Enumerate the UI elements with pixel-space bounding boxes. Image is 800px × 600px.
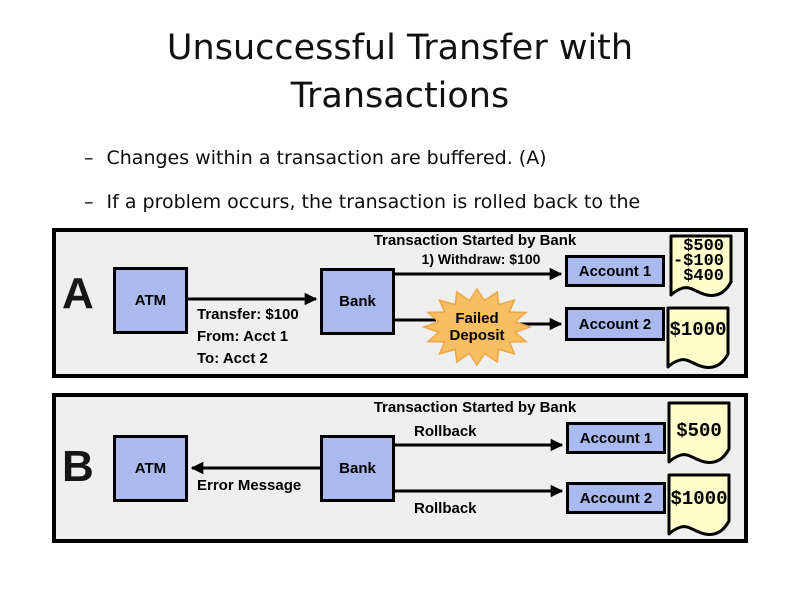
atm-box-label: ATM [134, 292, 167, 309]
bank-box: Bank [320, 268, 395, 335]
transfer-line: Transfer: $100 [197, 306, 299, 323]
bank-box-label: Bank [339, 293, 376, 310]
bullet-marker: – [84, 191, 94, 213]
account2-box: Account 2 [566, 482, 666, 514]
bullet-item-1: – Changes within a transaction are buffe… [84, 147, 547, 169]
panel-b-label: B [62, 442, 94, 491]
document-note-icon [666, 306, 730, 369]
diagram-panel-b: B Transaction Started by Bank ATM Bank E… [52, 393, 748, 543]
account1-box-label: Account 1 [578, 262, 652, 280]
bank-box-label: Bank [339, 460, 376, 477]
document-note-icon [669, 234, 733, 297]
failed-deposit-label: Failed Deposit [449, 310, 505, 344]
panel-b-arrows [190, 438, 564, 498]
rollback-label-1: Rollback [414, 423, 477, 440]
account1-balance-note: $500 [676, 420, 722, 442]
rollback-label-2: Rollback [414, 500, 477, 517]
withdraw-label: 1) Withdraw: $100 [421, 251, 541, 267]
starburst-icon [422, 287, 532, 367]
bullet-text: Changes within a transaction are buffere… [106, 147, 547, 169]
panel-a-header: Transaction Started by Bank [373, 232, 577, 249]
diagram-panel-a: A Transaction Started by Bank 1) Withdra… [52, 228, 748, 378]
error-message-label: Error Message [197, 477, 302, 494]
transfer-line: To: Acct 2 [197, 350, 268, 367]
bullet-marker: – [84, 147, 94, 169]
account1-box: Account 1 [566, 422, 666, 454]
bullet-text: If a problem occurs, the transaction is … [106, 191, 641, 213]
page-title: Unsuccessful Transfer with Transactions [166, 28, 634, 117]
bank-box: Bank [320, 435, 395, 502]
bullet-item-2: – If a problem occurs, the transaction i… [84, 191, 640, 213]
atm-box-label: ATM [134, 460, 167, 477]
account2-box-label: Account 2 [578, 315, 652, 333]
panel-a-label: A [62, 269, 94, 318]
transfer-line: From: Acct 1 [197, 328, 289, 345]
account2-balance-note: $1000 [670, 488, 728, 510]
account1-box: Account 1 [565, 255, 665, 287]
account2-balance-note: $1000 [669, 319, 727, 341]
atm-box: ATM [113, 435, 188, 502]
atm-box: ATM [113, 267, 188, 334]
panel-b-header: Transaction Started by Bank [373, 399, 577, 416]
account2-box-label: Account 2 [579, 489, 653, 507]
account1-box-label: Account 1 [579, 429, 653, 447]
document-note-icon [667, 473, 731, 536]
account1-balance-note: $500 -$100 $400 [672, 237, 724, 286]
document-note-icon [667, 401, 731, 464]
account2-box: Account 2 [565, 307, 665, 341]
transfer-detail: Transfer: $100 From: Acct 1 To: Acct 2 [197, 304, 299, 370]
